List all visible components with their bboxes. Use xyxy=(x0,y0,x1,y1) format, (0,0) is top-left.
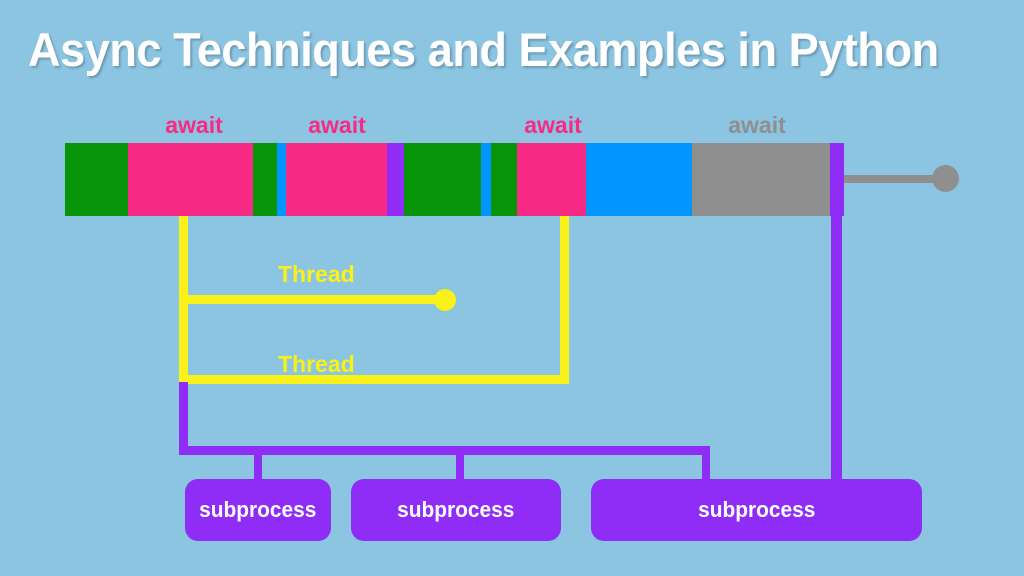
thread-1-end-dot xyxy=(434,289,456,311)
subprocess-drop-line-1 xyxy=(254,446,262,484)
subprocess-right-line xyxy=(831,216,842,506)
await-label-1: await xyxy=(165,112,223,138)
timeline-segment-9 xyxy=(491,143,517,216)
subprocess-box-2[interactable]: subprocess xyxy=(351,479,561,541)
subprocess-drop-line-2 xyxy=(456,446,464,484)
timeline-segment-13 xyxy=(830,143,844,216)
timeline-segment-11 xyxy=(586,143,692,216)
thread-2-return-line xyxy=(560,216,569,384)
thread-label-2: Thread xyxy=(278,351,355,377)
subprocess-label-2: subprocess xyxy=(397,497,515,522)
event-loop-timeline xyxy=(65,143,844,216)
subprocess-label-1: subprocess xyxy=(199,497,317,522)
subprocess-box-1[interactable]: subprocess xyxy=(185,479,331,541)
subprocess-box-3[interactable]: subprocess xyxy=(591,479,922,541)
await-label-2: await xyxy=(308,112,366,138)
timeline-segment-5 xyxy=(286,143,387,216)
subprocess-label-3: subprocess xyxy=(697,497,816,522)
thread-2-line xyxy=(179,375,569,384)
loop-continuation-line xyxy=(844,175,936,183)
timeline-segment-1 xyxy=(65,143,128,216)
timeline-segment-6 xyxy=(387,143,404,216)
subprocess-bus-line xyxy=(179,446,710,455)
timeline-segment-2 xyxy=(128,143,253,216)
loop-end-dot xyxy=(932,165,959,192)
timeline-segment-12 xyxy=(692,143,830,216)
thread-label-1: Thread xyxy=(278,261,355,287)
await-label-3: await xyxy=(524,112,582,138)
thread-1-line xyxy=(179,295,447,304)
page-title: Async Techniques and Examples in Python xyxy=(28,23,939,76)
subprocess-trunk-line xyxy=(179,382,188,454)
timeline-segment-10 xyxy=(517,143,586,216)
timeline-segment-3 xyxy=(253,143,277,216)
timeline-segment-7 xyxy=(404,143,481,216)
subprocess-drop-line-3 xyxy=(702,446,710,484)
await-label-4: await xyxy=(728,112,786,138)
timeline-segment-8 xyxy=(481,143,491,216)
timeline-segment-4 xyxy=(277,143,286,216)
